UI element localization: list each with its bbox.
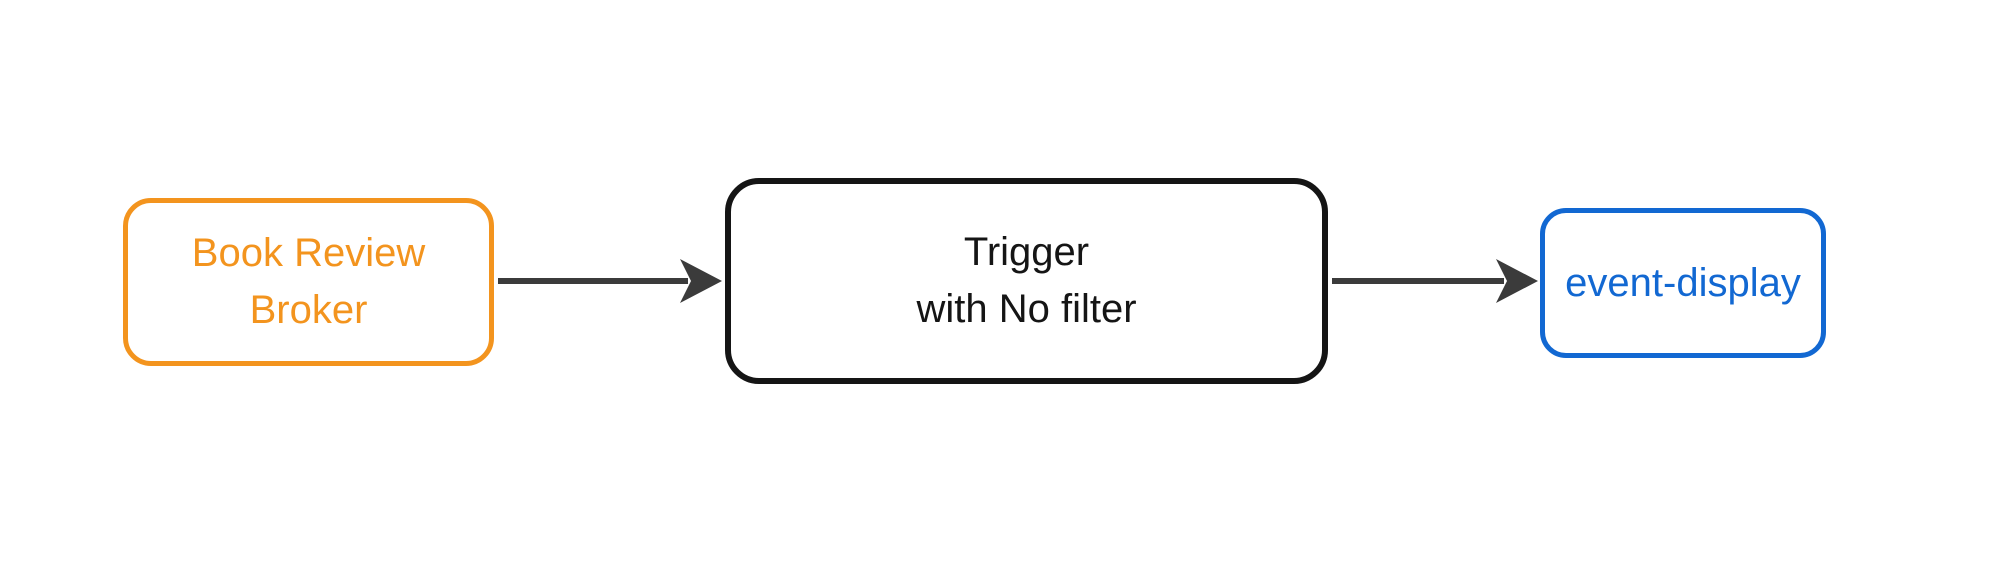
node-label-line: event-display <box>1565 260 1801 305</box>
arrow-trigger-to-event-display <box>1330 253 1542 309</box>
node-book-review-broker: Book Review Broker <box>123 198 494 366</box>
arrowhead-icon <box>1496 259 1538 303</box>
arrowhead-icon <box>680 259 722 303</box>
node-trigger-with-no-filter: Trigger with No filter <box>725 178 1328 384</box>
arrow-broker-to-trigger <box>496 253 728 309</box>
node-label-line: Trigger <box>963 230 1090 274</box>
node-label-line: Book Review <box>191 231 426 275</box>
node-event-display: event-display <box>1540 208 1826 358</box>
node-label-line: with No filter <box>916 287 1137 331</box>
node-label-line: Broker <box>249 288 368 332</box>
